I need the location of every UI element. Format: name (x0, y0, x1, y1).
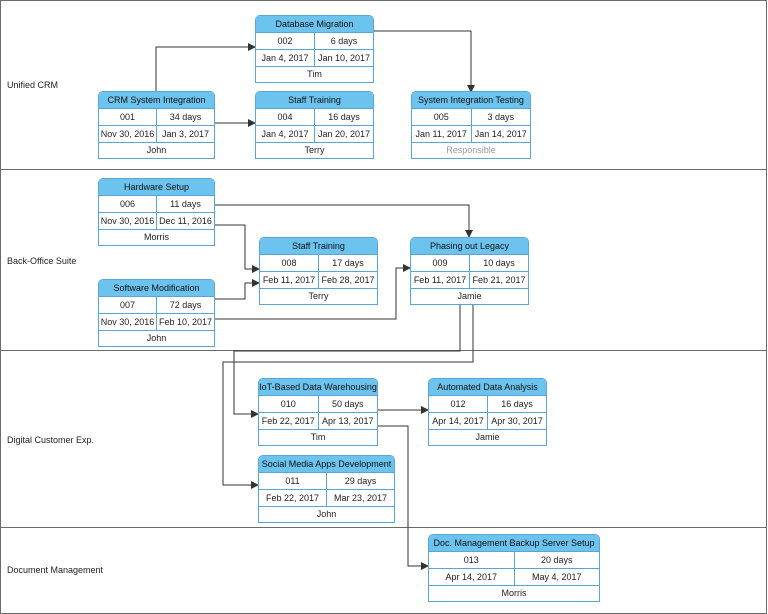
task-title: Software Modification (99, 280, 214, 297)
task-end-date: Feb 21, 2017 (472, 275, 526, 285)
task-id: 008 (260, 255, 319, 271)
task-title: IoT-Based Data Warehousing (259, 379, 377, 396)
task-duration: 3 days (487, 112, 515, 122)
task-start-date: Nov 30, 2016 (99, 126, 157, 142)
task-duration: 11 days (170, 199, 201, 209)
task-owner[interactable]: Responsible (446, 145, 496, 155)
task-owner: Jamie (475, 432, 500, 442)
task-id: 005 (412, 109, 472, 125)
task-owner: Terry (304, 145, 325, 155)
task-card-001[interactable]: CRM System Integration 001 34 days Nov 30… (98, 91, 215, 159)
task-end-date: Apr 30, 2017 (491, 416, 543, 426)
task-title: Hardware Setup (99, 179, 214, 196)
task-id: 007 (99, 297, 157, 313)
task-owner: Terry (308, 291, 329, 301)
task-end-date: Dec 11, 2016 (159, 216, 212, 226)
task-start-date: Jan 11, 2017 (412, 126, 472, 142)
task-end-date: Feb 28, 2017 (321, 275, 375, 285)
lane-label: Document Management (7, 565, 104, 575)
task-card-002[interactable]: Database Migration 002 6 days Jan 4, 2017… (255, 15, 374, 83)
task-owner: Tim (310, 432, 326, 442)
task-start-date: Nov 30, 2016 (99, 314, 157, 330)
task-owner: Jamie (457, 291, 482, 301)
task-owner: Morris (144, 232, 169, 242)
task-end-date: Jan 3, 2017 (161, 129, 210, 139)
task-title: Staff Training (256, 92, 373, 109)
lane-label: Digital Customer Exp. (7, 435, 95, 445)
task-start-date: Jan 4, 2017 (256, 126, 315, 142)
task-owner: Morris (501, 588, 527, 598)
task-card-010[interactable]: IoT-Based Data Warehousing 010 50 days Fe… (258, 378, 378, 446)
task-start-date: Feb 22, 2017 (259, 490, 327, 506)
task-title: Phasing out Legacy (411, 238, 528, 255)
task-title: Doc. Management Backup Server Setup (429, 535, 599, 552)
task-duration: 17 days (332, 258, 364, 268)
task-id: 013 (429, 552, 515, 568)
task-duration: 72 days (169, 300, 202, 310)
task-id: 012 (429, 396, 488, 412)
task-duration: 29 days (344, 476, 377, 486)
task-card-011[interactable]: Social Media Apps Development 011 29 days… (258, 455, 395, 523)
task-end-date: Apr 13, 2017 (321, 416, 374, 426)
lane-label: Back-Office Suite (7, 256, 77, 266)
task-id: 010 (259, 396, 319, 412)
task-owner: John (146, 333, 167, 343)
task-start-date: Apr 14, 2017 (429, 413, 488, 429)
task-title: Automated Data Analysis (429, 379, 546, 396)
task-end-date: Feb 10, 2017 (158, 317, 213, 327)
task-end-date: Jan 14, 2017 (474, 129, 527, 139)
task-end-date: Jan 20, 2017 (317, 129, 371, 139)
task-owner: John (316, 509, 337, 519)
task-owner: John (146, 145, 167, 155)
task-end-date: Mar 23, 2017 (333, 493, 388, 503)
task-start-date: Feb 22, 2017 (259, 413, 319, 429)
task-duration: 16 days (328, 112, 360, 122)
task-title: System Integration Testing (412, 92, 530, 109)
task-id: 004 (256, 109, 315, 125)
task-card-013[interactable]: Doc. Management Backup Server Setup 013 2… (428, 534, 600, 602)
task-card-005[interactable]: System Integration Testing 005 3 days Jan… (411, 91, 531, 159)
task-card-007[interactable]: Software Modification 007 72 days Nov 30,… (98, 279, 215, 347)
task-id: 001 (99, 109, 157, 125)
task-id: 002 (256, 33, 315, 49)
task-duration: 6 days (330, 36, 358, 46)
task-start-date: Jan 4, 2017 (256, 50, 315, 66)
task-title: Social Media Apps Development (259, 456, 394, 473)
task-title: CRM System Integration (99, 92, 214, 109)
task-duration: 20 days (540, 555, 573, 565)
task-title: Database Migration (256, 16, 373, 33)
task-duration: 16 days (501, 399, 533, 409)
task-id: 011 (259, 473, 327, 489)
task-end-date: May 4, 2017 (531, 572, 582, 582)
task-card-009[interactable]: Phasing out Legacy 009 10 days Feb 11, 20… (410, 237, 529, 305)
task-owner: Tim (307, 69, 322, 79)
task-start-date: Feb 11, 2017 (411, 272, 470, 288)
task-start-date: Apr 14, 2017 (429, 569, 515, 585)
task-duration: 34 days (169, 112, 202, 122)
task-end-date: Jan 10, 2017 (317, 53, 371, 63)
task-duration: 50 days (331, 399, 364, 409)
lane-label: Unified CRM (7, 80, 59, 90)
task-start-date: Feb 11, 2017 (260, 272, 319, 288)
lane-document-management: Document Management (0, 527, 767, 614)
task-id: 006 (99, 196, 157, 212)
task-duration: 10 days (483, 258, 515, 268)
task-card-012[interactable]: Automated Data Analysis 012 16 days Apr 1… (428, 378, 547, 446)
task-id: 009 (411, 255, 470, 271)
task-start-date: Nov 30, 2016 (99, 213, 157, 229)
task-title: Staff Training (260, 238, 377, 255)
